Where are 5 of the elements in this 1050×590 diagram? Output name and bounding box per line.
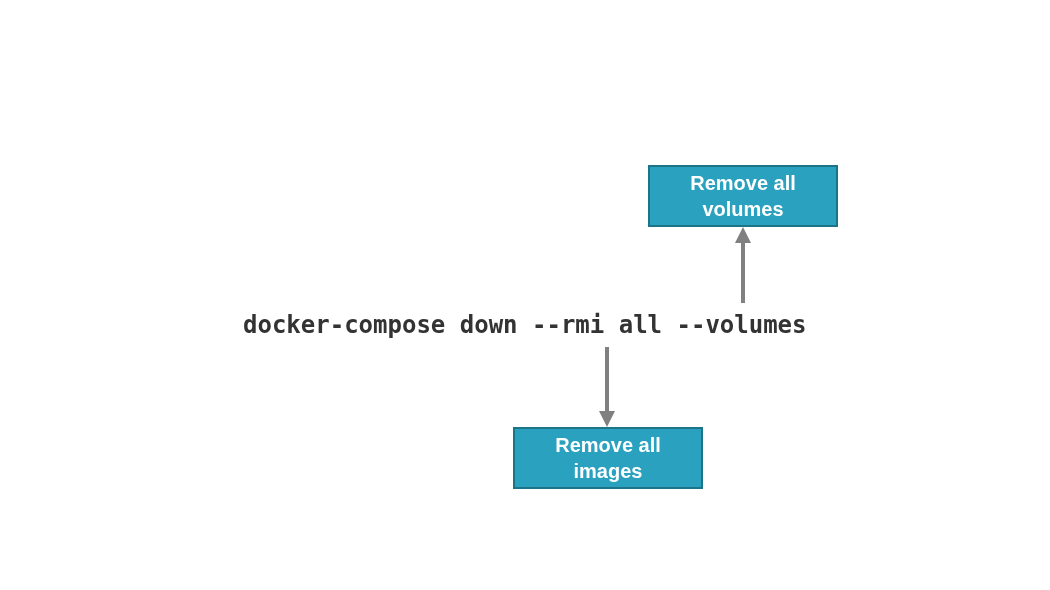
arrow: [599, 347, 615, 427]
process-box: Remove all images: [513, 427, 703, 489]
command-text: docker-compose down --rmi all --volumes: [243, 311, 807, 339]
process-box: Remove all volumes: [648, 165, 838, 227]
arrow: [735, 227, 751, 303]
